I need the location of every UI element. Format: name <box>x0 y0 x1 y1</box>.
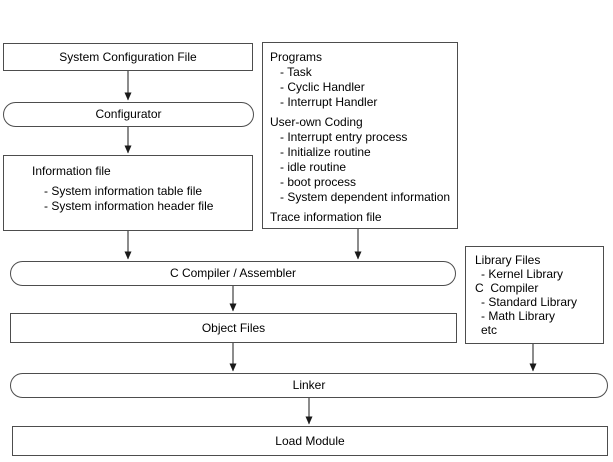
node-linker: Linker <box>10 373 608 398</box>
node-library-files: Library Files - Kernel Library C Compile… <box>465 246 604 344</box>
programs-item: - boot process <box>280 175 357 189</box>
programs-item: - Interrupt Handler <box>280 95 378 109</box>
programs-item: - idle routine <box>280 160 347 174</box>
node-load-module: Load Module <box>12 426 608 456</box>
programs-item: - Cyclic Handler <box>280 80 365 94</box>
library-files-line: Library Files <box>475 253 541 267</box>
library-files-line: etc <box>481 323 498 337</box>
node-configurator: Configurator <box>3 102 254 127</box>
programs-section-title: User-own Coding <box>270 115 363 129</box>
library-files-line: C Compiler <box>475 281 539 295</box>
information-file-title: Information file <box>32 164 111 178</box>
programs-item: - Interrupt entry process <box>280 130 408 144</box>
node-c-compiler-assembler: C Compiler / Assembler <box>10 261 456 286</box>
programs-item: - Initialize routine <box>280 145 371 159</box>
library-files-line: - Standard Library <box>481 295 578 309</box>
node-system-configuration-file: System Configuration File <box>3 43 253 71</box>
programs-section-title: Programs <box>270 50 323 64</box>
information-file-item: - System information table file <box>44 184 203 198</box>
library-files-line: - Math Library <box>481 309 556 323</box>
information-file-item: - System information header file <box>44 199 214 213</box>
programs-item: - Task <box>280 65 312 79</box>
library-files-line: - Kernel Library <box>481 267 564 281</box>
programs-item: - System dependent information <box>280 190 451 204</box>
node-object-files: Object Files <box>10 313 457 343</box>
node-information-file: Information file - System information ta… <box>3 155 253 231</box>
node-programs: Programs - Task - Cyclic Handler - Inter… <box>262 42 458 229</box>
programs-section-title: Trace information file <box>270 210 382 224</box>
